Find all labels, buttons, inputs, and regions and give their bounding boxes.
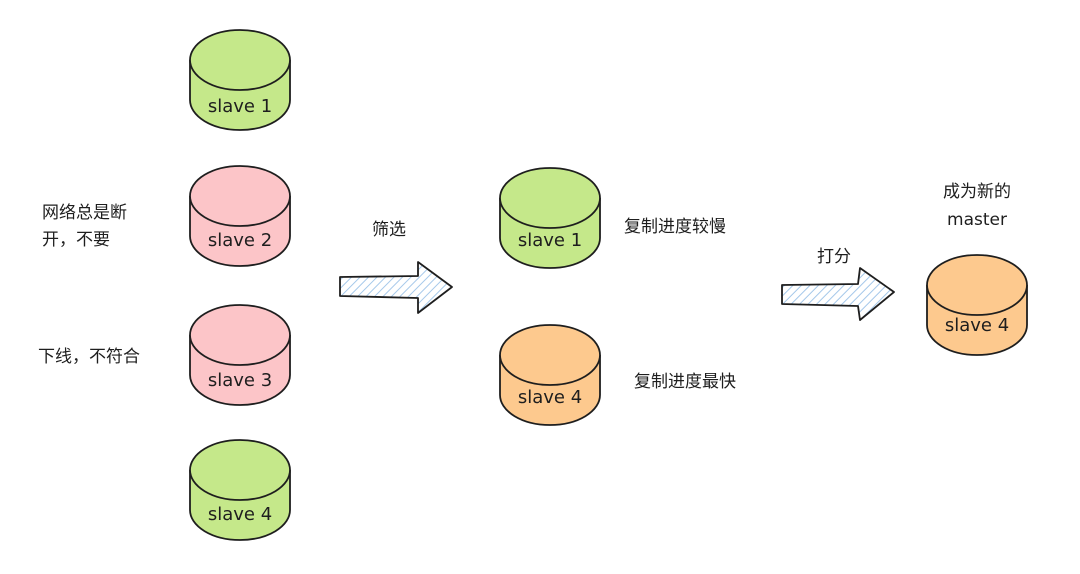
- left-slave-3-cylinder: slave 3: [189, 304, 291, 406]
- cylinder-top: [189, 304, 291, 366]
- node-label: slave 4: [208, 504, 272, 525]
- arrow2-label: 打分: [817, 247, 851, 267]
- slave3-note: 下线，不符合: [38, 347, 140, 367]
- cylinder-top: [926, 254, 1028, 316]
- cylinder-top: [189, 29, 291, 91]
- cylinder-top: [499, 167, 601, 229]
- slave2-note-line1: 网络总是断: [42, 203, 127, 223]
- middle-slave-1-cylinder: slave 1: [499, 167, 601, 269]
- node-label: slave 2: [208, 230, 272, 251]
- slave4-progress-note: 复制进度最快: [634, 372, 736, 392]
- middle-slave-4-cylinder: slave 4: [499, 324, 601, 426]
- arrow1-label: 筛选: [372, 220, 406, 240]
- score-arrow: [781, 267, 895, 321]
- node-label: slave 1: [518, 230, 582, 251]
- cylinder-top: [189, 439, 291, 501]
- node-label: slave 4: [518, 387, 582, 408]
- result-slave-4-cylinder: slave 4: [926, 254, 1028, 356]
- slave1-progress-note: 复制进度较慢: [624, 216, 726, 237]
- node-label: slave 3: [208, 370, 272, 391]
- filter-arrow: [339, 261, 453, 314]
- cylinder-top: [499, 324, 601, 386]
- slave2-note-line2: 开，不要: [42, 230, 110, 250]
- result-title-line2: master: [947, 210, 1007, 230]
- left-slave-4-cylinder: slave 4: [189, 439, 291, 541]
- left-slave-1-cylinder: slave 1: [189, 29, 291, 131]
- node-label: slave 1: [208, 96, 272, 117]
- result-title-line1: 成为新的: [943, 182, 1011, 202]
- cylinder-top: [189, 165, 291, 227]
- left-slave-2-cylinder: slave 2: [189, 165, 291, 267]
- node-label: slave 4: [945, 315, 1009, 336]
